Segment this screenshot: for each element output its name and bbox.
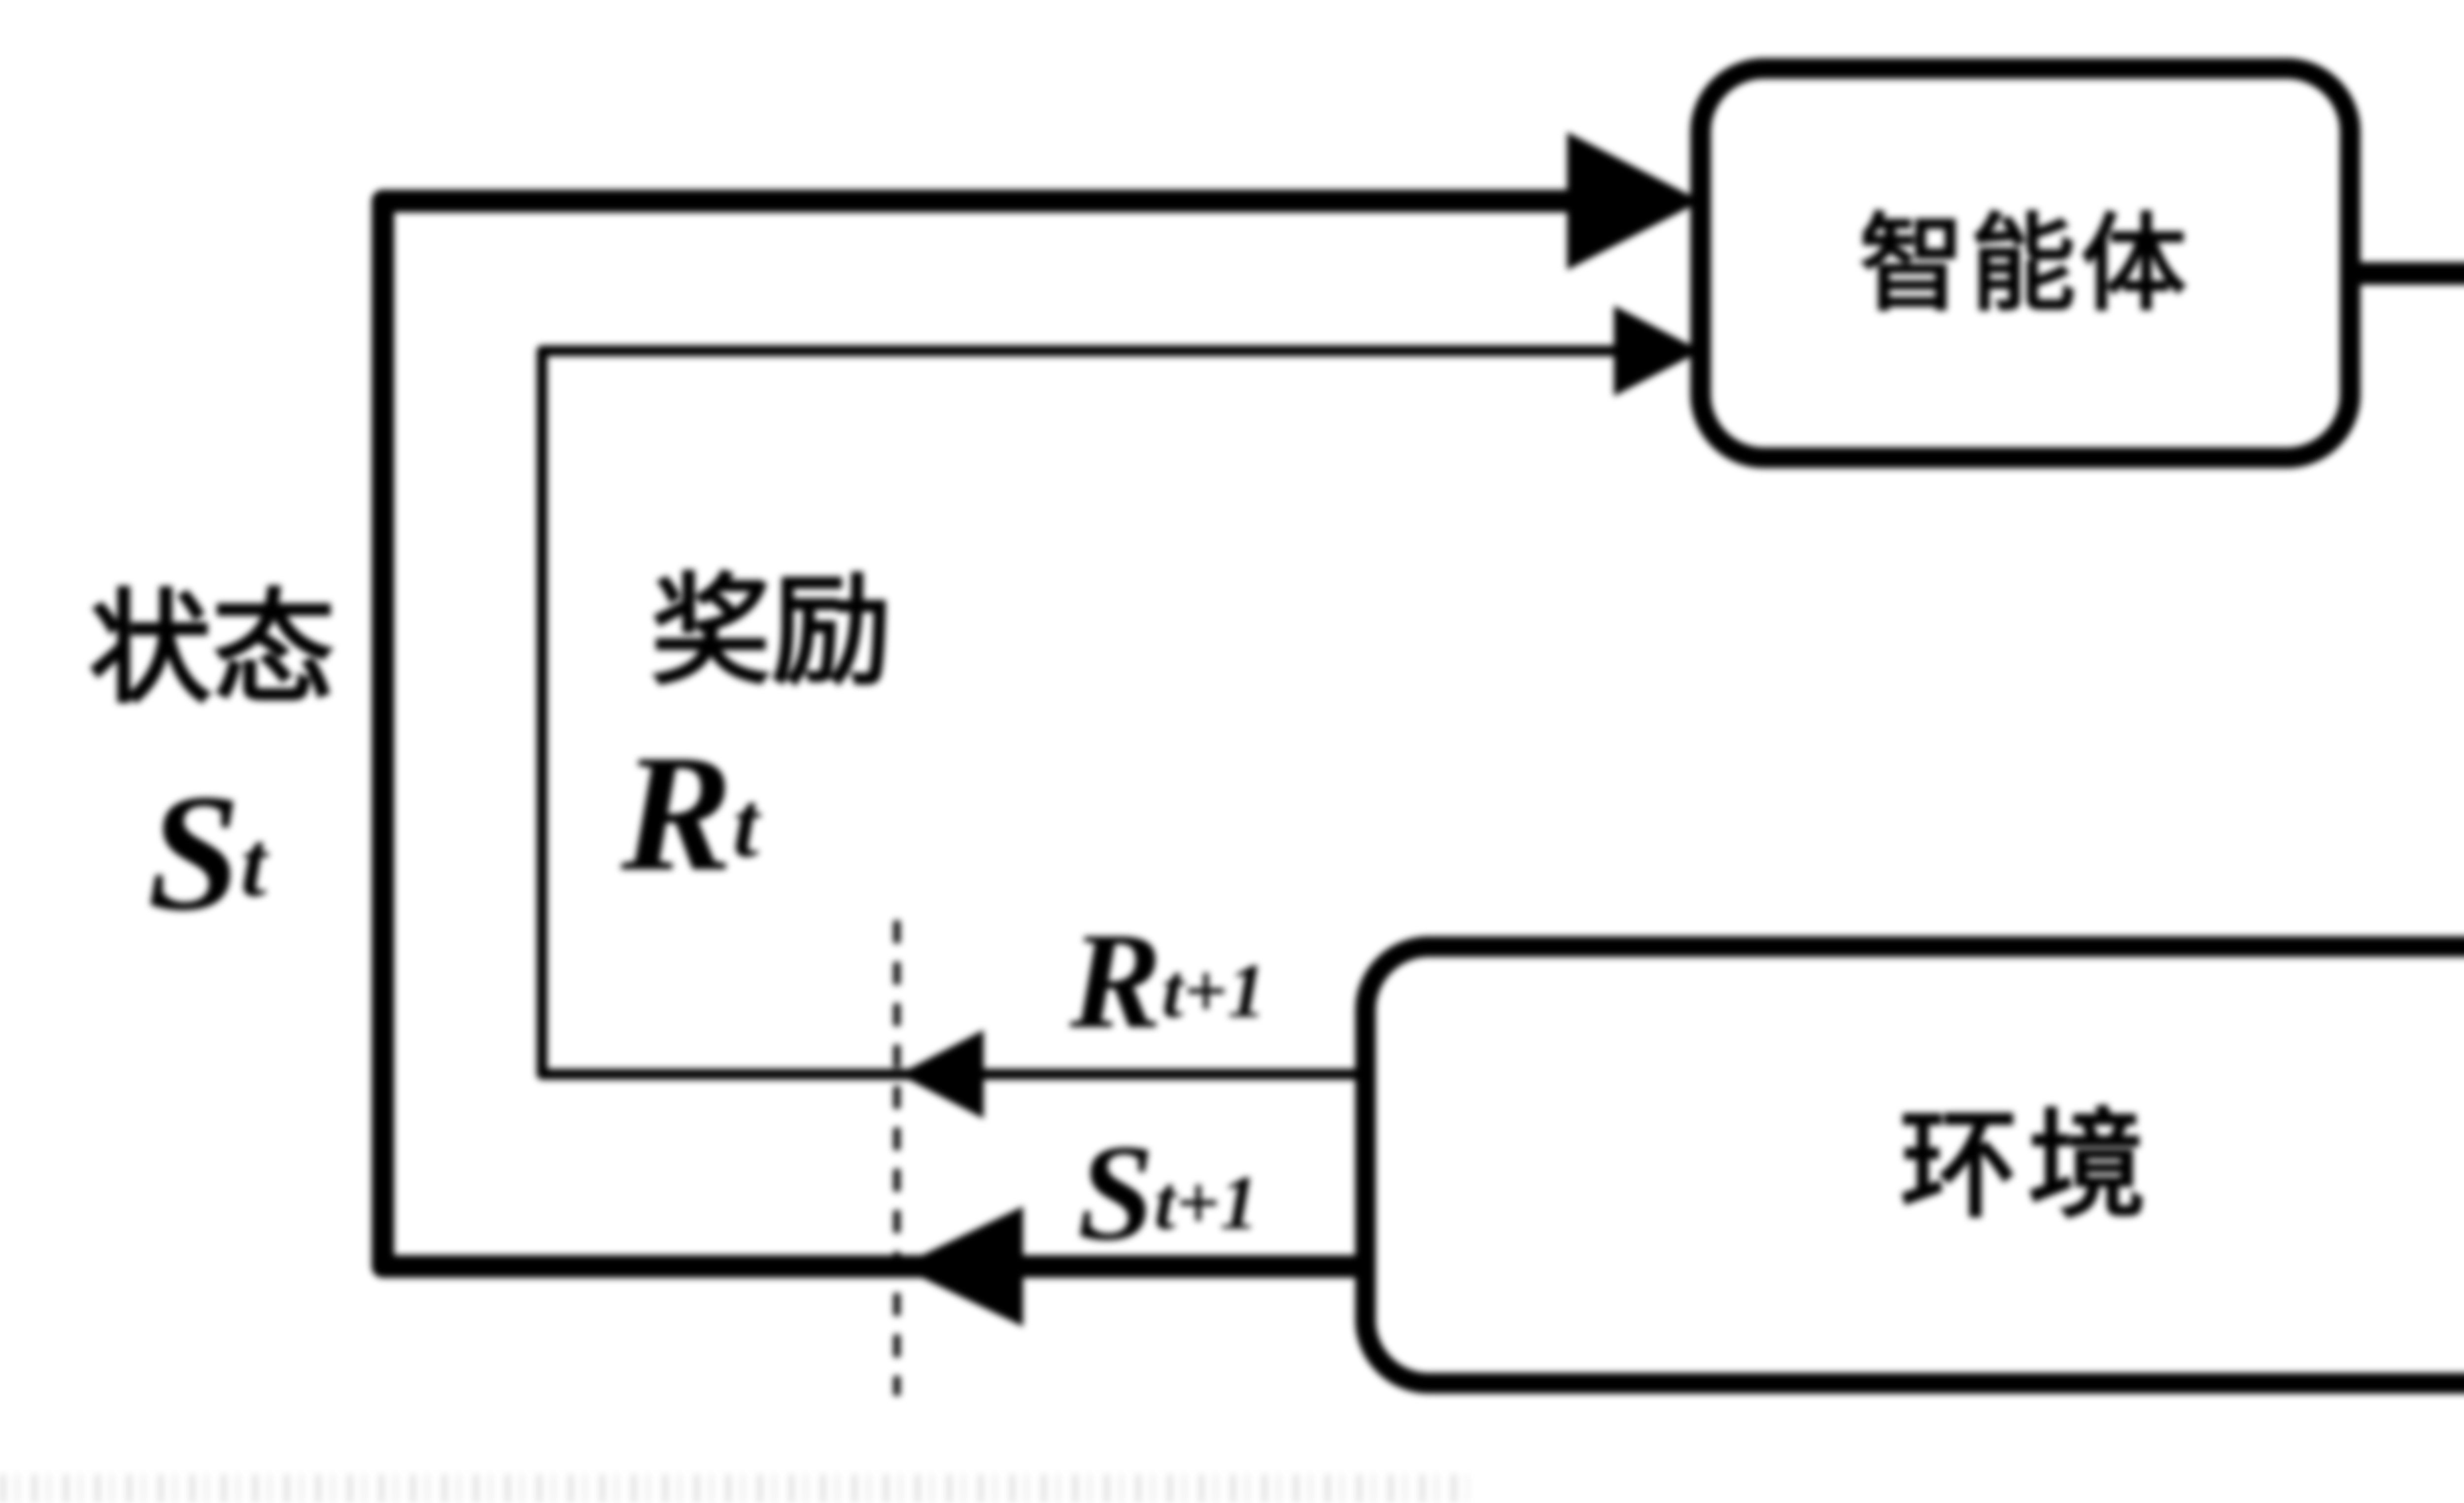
reward-arrowhead-into-agent [1614, 306, 1701, 396]
reward-next-symbol-base: R [1069, 904, 1162, 1057]
state-symbol-base: S [147, 759, 241, 945]
reward-next-symbol-subscript: t+1 [1162, 947, 1266, 1033]
environment-box: 环境 [1355, 936, 2464, 1394]
state-loop-path [372, 190, 1582, 1278]
reward-symbol-base: R [621, 720, 733, 906]
state-arrowhead-into-agent [1567, 132, 1701, 270]
caption-artifact-strip [0, 1474, 1469, 1503]
agent-box: 智能体 [1690, 58, 2361, 468]
state-next-arrowhead-at-boundary [899, 1206, 1023, 1327]
state-next-symbol-subscript: t+1 [1154, 1159, 1259, 1245]
agent-box-label: 智能体 [1859, 201, 2192, 326]
state-next-symbol-base: S [1077, 1116, 1155, 1269]
environment-box-label: 环境 [1900, 1095, 2156, 1234]
state-symbol-subscript: t [240, 812, 267, 916]
reward-next-arrowhead-at-boundary [899, 1030, 984, 1119]
reward-edge-label: 奖励 [650, 559, 892, 702]
state-edge-label: 状态 [89, 576, 335, 720]
reward-symbol-subscript: t [732, 773, 759, 877]
